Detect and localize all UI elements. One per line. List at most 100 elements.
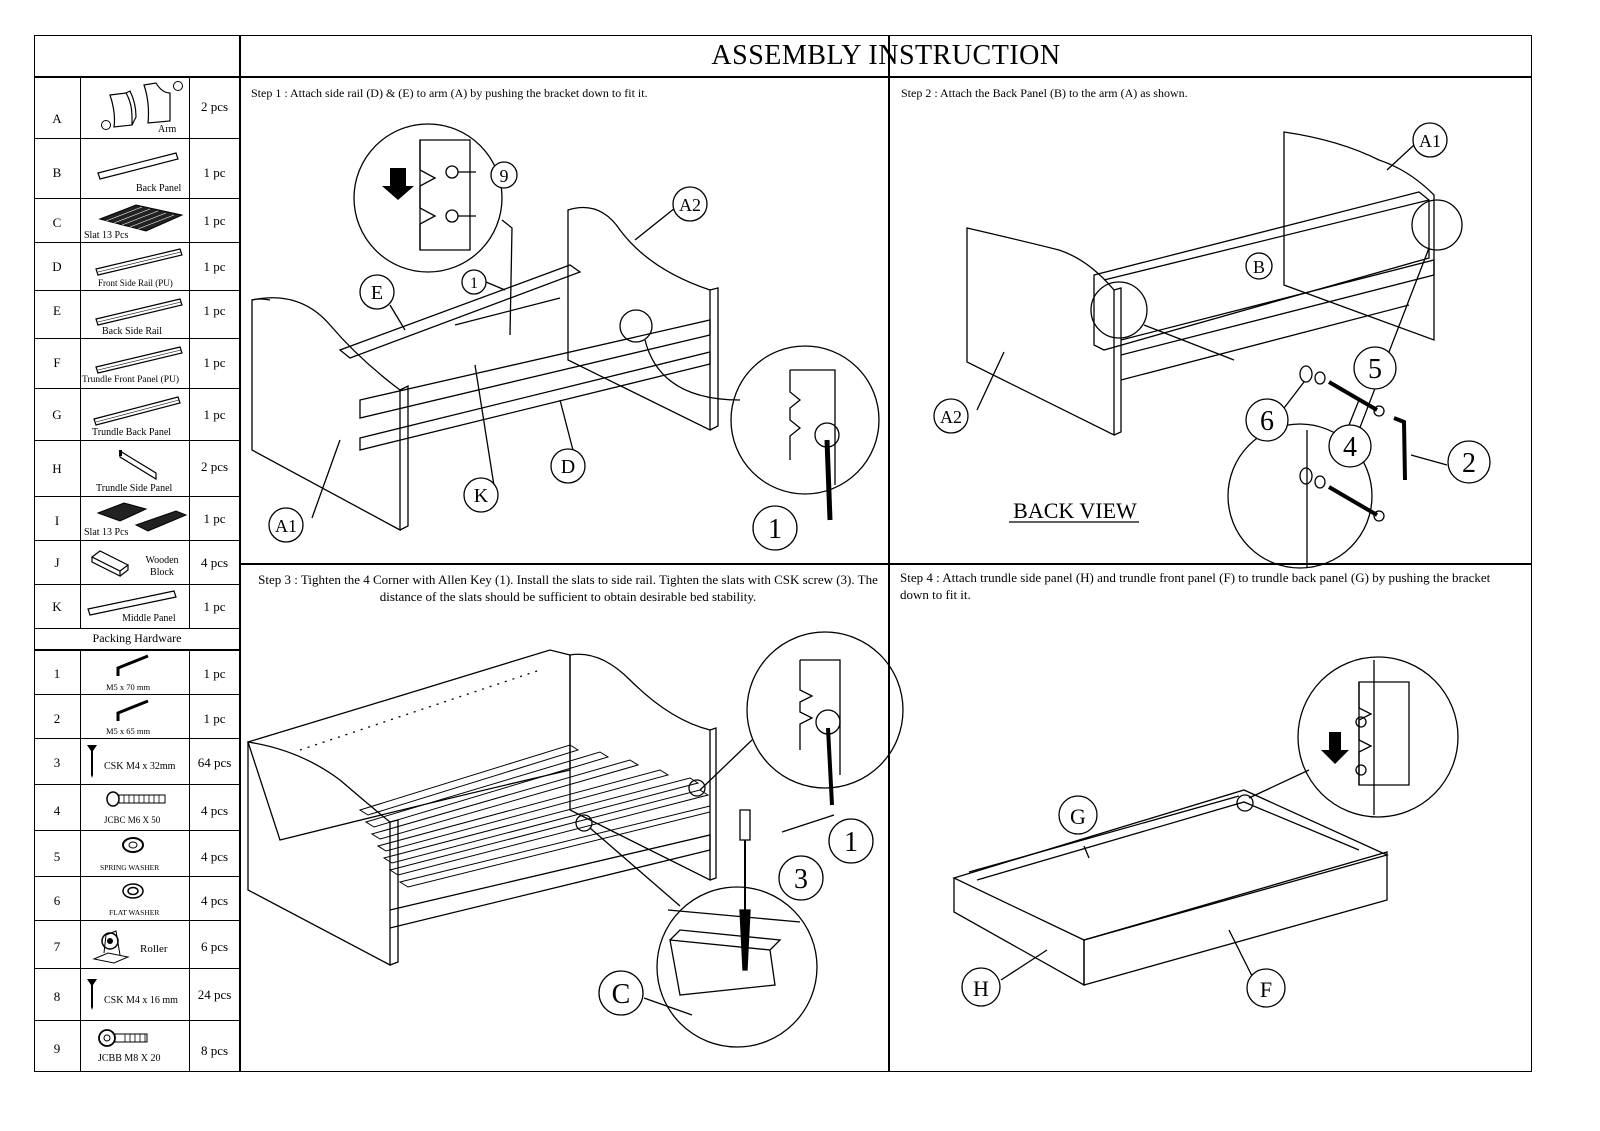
callout-a2: A2 [679,195,701,215]
divider-title [34,76,1532,78]
washer-icon [122,883,144,899]
slat-bundle-icon [96,203,186,233]
part-letter: H [52,461,62,476]
part-letter: G [52,407,62,422]
callout-a1: A1 [1419,131,1441,151]
part-letter: I [54,513,60,528]
screw-icon [87,979,97,1010]
part-row-a: A Arm 2 pcs [34,77,240,139]
part-row-k: K Middle Panel 1 pc [34,585,240,629]
callout-d: D [561,456,575,478]
rail-icon [86,587,184,617]
hardware-qty: 4 pcs [200,893,229,908]
part-row-i: I Slat 13 Pcs 1 pc [34,497,240,541]
page-frame [34,35,1532,1072]
step-3-text: Step 3 : Tighten the 4 Corner with Allen… [258,572,878,604]
hardware-row-1: 1 M5 x 70 mm 1 pc [34,650,240,695]
step-1-diagram: E 1 9 A2 D K A1 1 [240,100,888,562]
part-row-c: C Slat 13 Pcs 1 pc [34,199,240,243]
part-qty: 2 pcs [200,459,229,474]
divider-parts [239,35,241,1072]
callout-g: G [1070,804,1086,829]
part-row-b: B Back Panel 1 pc [34,139,240,199]
part-qty: 1 pc [203,511,226,526]
part-qty: 1 pc [203,407,226,422]
hardware-num: 9 [53,1041,61,1056]
step-1-text: Step 1 : Attach side rail (D) & (E) to a… [251,86,648,100]
part-letter: F [53,355,61,370]
hardware-num: 4 [53,803,61,818]
callout-1-large: 1 [768,514,782,545]
slat-bundle-icon [96,501,188,531]
part-row-j: J Wooden Block 4 pcs [34,541,240,585]
hardware-num: 2 [53,711,61,726]
hardware-qty: 64 pcs [197,755,232,770]
back-panel-icon [96,151,186,181]
callout-9: 9 [500,166,509,186]
hardware-qty: 1 pc [203,666,226,681]
hardware-row-6: 6 FLAT WASHER 4 pcs [34,877,240,921]
rail-icon [92,391,188,425]
part-letter: E [53,303,61,318]
hardware-caption: SPRING WASHER [100,863,160,872]
hardware-qty: 4 pcs [200,803,229,818]
part-row-g: G Trundle Back Panel 1 pc [34,389,240,441]
callout-e: E [371,282,383,304]
part-caption: Middle Panel [122,613,176,624]
part-letter: J [54,555,60,570]
part-caption: Arm [158,124,177,135]
roller-icon [90,925,134,963]
hardware-num: 7 [53,939,61,954]
part-letter: K [52,599,62,614]
part-letter: B [52,165,62,180]
callout-b: B [1253,257,1265,277]
hardware-caption: JCBB M8 X 20 [98,1053,161,1064]
callout-5: 5 [1368,354,1382,385]
part-qty: 1 pc [203,355,226,370]
callout-h: H [973,976,989,1001]
rail-icon [94,295,188,325]
hardware-caption: FLAT WASHER [109,908,160,917]
side-panel-icon [119,447,166,481]
hardware-qty: 6 pcs [200,939,229,954]
part-qty: 2 pcs [200,99,229,114]
callout-3: 3 [794,864,808,895]
block-icon [90,549,134,579]
step-4-diagram: G H F [889,610,1532,1072]
part-qty: 1 pc [203,165,226,180]
hardware-caption: M5 x 70 mm [106,682,151,692]
part-qty: 4 pcs [200,555,229,570]
callout-a1: A1 [275,516,297,536]
back-view-label: BACK VIEW [1013,498,1137,523]
part-caption: Trundle Side Panel [96,483,173,494]
hardware-num: 6 [53,893,61,908]
hardware-caption: CSK M4 x 32mm [104,761,176,772]
hardware-num: 5 [53,849,61,864]
hardware-qty: 1 pc [203,711,226,726]
part-caption: Back Side Rail [102,326,162,337]
divider-steps-vertical [888,35,890,1072]
divider-steps-horizontal [240,563,1532,565]
rail-icon [94,245,188,275]
part-caption: Slat 13 Pcs [84,230,129,241]
part-caption: Trundle Front Panel (PU) [82,375,180,385]
callout-2: 2 [1462,448,1476,479]
part-row-f: F Trundle Front Panel (PU) 1 pc [34,339,240,389]
part-caption: Wooden Block [145,555,179,578]
hardware-qty: 8 pcs [200,1043,229,1058]
part-qty: 1 pc [203,303,226,318]
hardware-row-4: 4 JCBC M6 X 50 4 pcs [34,785,240,831]
hardware-row-9: 9 JCBB M8 X 20 8 pcs [34,1021,240,1072]
hardware-caption: Roller [140,943,168,955]
part-caption: Trundle Back Panel [92,427,172,438]
part-letter: A [52,111,62,126]
allen-key-icon [114,654,154,678]
part-caption: Front Side Rail (PU) [98,278,173,288]
hardware-row-2: 2 M5 x 65 mm 1 pc [34,695,240,739]
hardware-qty: 24 pcs [197,987,232,1002]
hardware-num: 8 [53,989,61,1004]
washer-icon [122,837,144,853]
hardware-row-7: 7 Roller 6 pcs [34,921,240,969]
hardware-row-5: 5 SPRING WASHER 4 pcs [34,831,240,877]
screw-icon [87,745,97,778]
